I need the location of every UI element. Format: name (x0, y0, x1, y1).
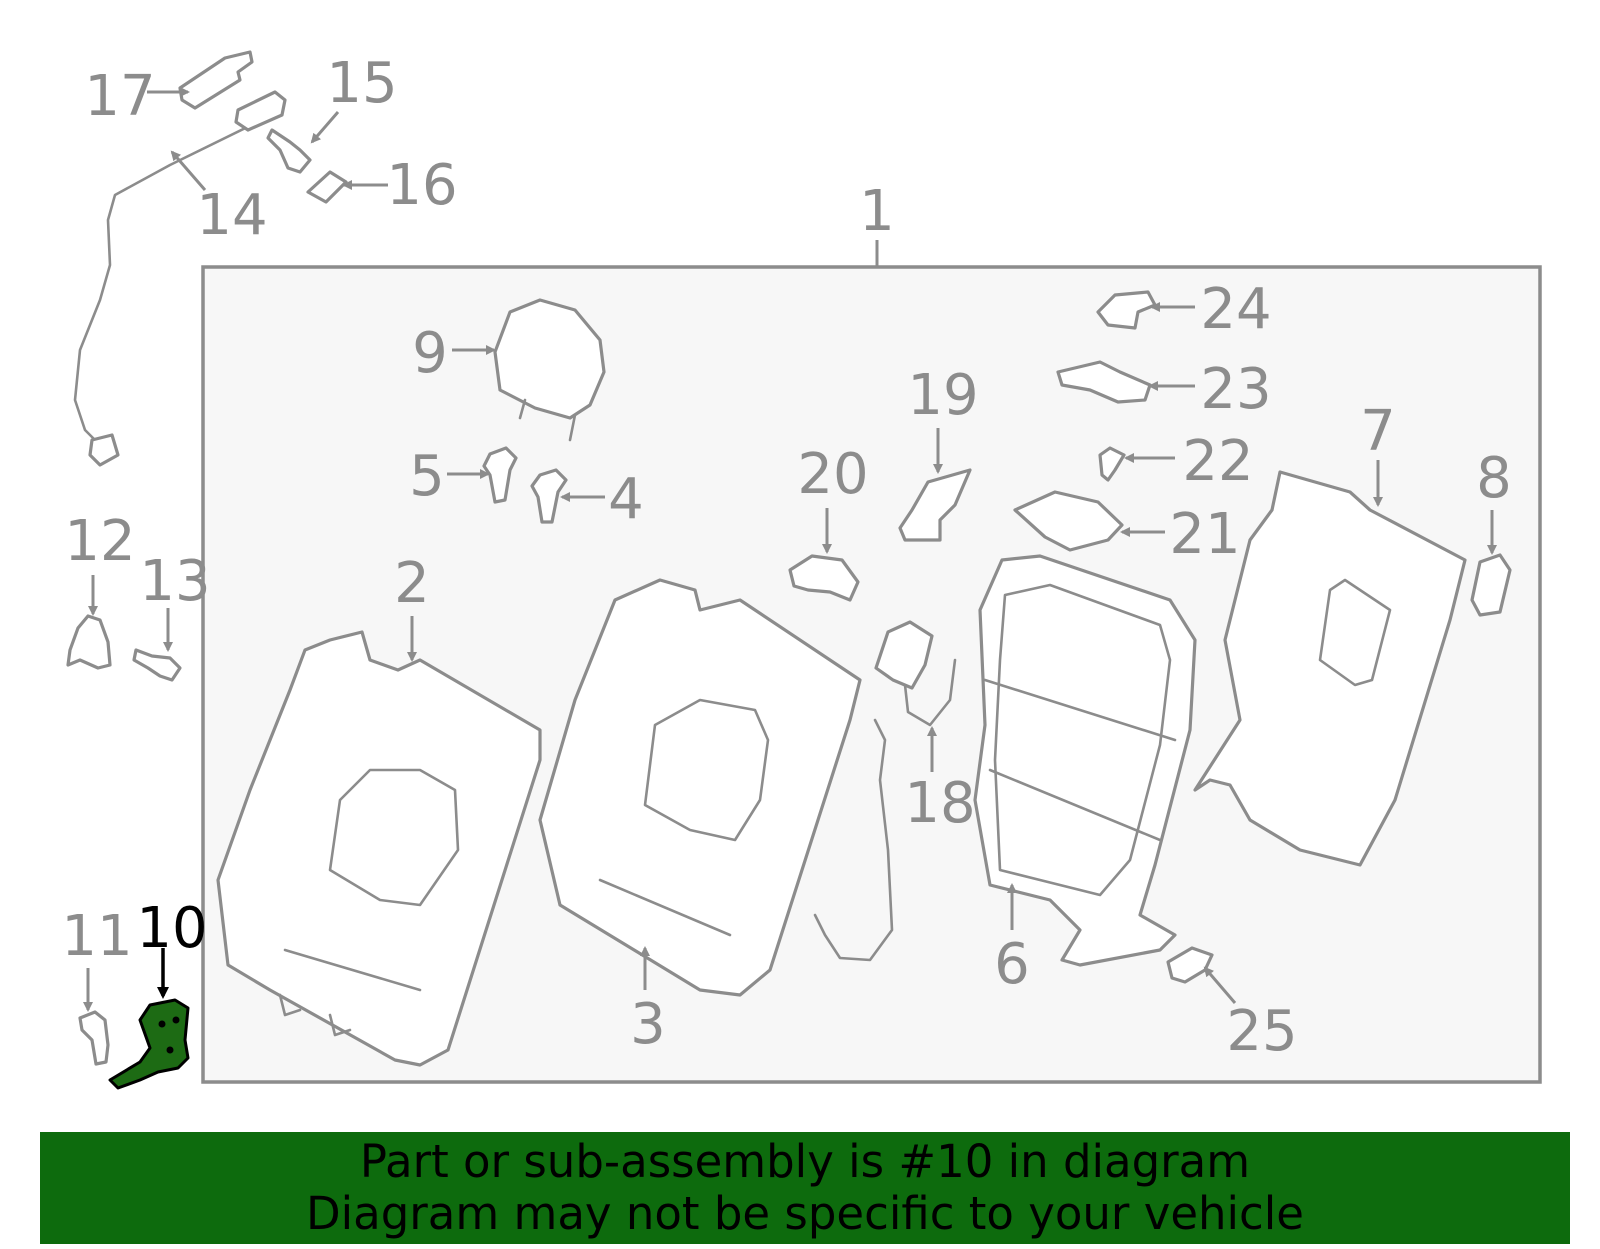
part-15-bolt (266, 128, 312, 174)
part-9-post-right (568, 413, 577, 442)
callout-1: 1 (859, 179, 895, 244)
part-6-frame-bar-b (988, 768, 1162, 842)
callout-12: 12 (64, 509, 135, 574)
callout-21: 21 (1169, 502, 1240, 567)
part-4-guide (530, 468, 568, 524)
callout-17: 17 (84, 64, 155, 129)
part-23-bracket (1056, 360, 1152, 404)
callout-5: 5 (409, 444, 445, 509)
callout-2: 2 (394, 551, 430, 616)
callout-8: 8 (1476, 446, 1512, 511)
callout-25-leader (1203, 966, 1237, 1004)
part-14-cable-end (88, 433, 120, 467)
callout-23: 23 (1200, 357, 1271, 422)
part-2-seatback-hook-a (278, 993, 302, 1017)
part-20-trim (788, 554, 860, 602)
callout-24: 24 (1200, 277, 1271, 342)
callout-9: 9 (412, 321, 448, 386)
part-9-post-left (518, 398, 527, 420)
part-2-seatback-cover (216, 630, 542, 1067)
part-14-cable-head (234, 90, 287, 132)
callout-13: 13 (139, 549, 210, 614)
part-3-seatback-pad-line (598, 878, 732, 937)
part-3-seatback-pad-panel (643, 698, 770, 842)
callout-3: 3 (630, 992, 666, 1057)
part-6-frame-bar-a (983, 678, 1177, 742)
callout-10: 10 (136, 896, 207, 961)
part-22-clip (1098, 446, 1126, 482)
part-16-pad (306, 170, 348, 204)
part-21-pad (1013, 490, 1124, 552)
callout-14: 14 (196, 183, 267, 248)
part-10-hole-b (172, 1016, 180, 1024)
callout-15-leader (310, 111, 340, 144)
part-10-hinge (108, 998, 190, 1090)
callout-18: 18 (904, 771, 975, 836)
callout-14-leader (170, 150, 207, 191)
part-2-seatback-line (283, 948, 422, 992)
callout-7: 7 (1360, 399, 1396, 464)
part-13-bolt (132, 648, 182, 682)
banner-line-2: Diagram may not be specific to your vehi… (306, 1187, 1304, 1240)
part-8-clip (1470, 553, 1512, 617)
part-2-seatback-hook-b (328, 1013, 352, 1037)
part-17-clip (178, 50, 254, 110)
part-2-seatback-panel (328, 768, 460, 907)
info-banner: Part or sub-assembly is #10 in diagram D… (40, 1132, 1570, 1244)
part-3-seatback-pad (538, 578, 862, 997)
callout-22: 22 (1182, 429, 1253, 494)
part-14-cable (73, 110, 280, 447)
part-11-bolt (78, 1010, 110, 1066)
part-10-hole-c (166, 1046, 174, 1054)
banner-line-1: Part or sub-assembly is #10 in diagram (359, 1135, 1251, 1188)
part-18-harness (903, 658, 957, 727)
callout-4: 4 (608, 467, 644, 532)
callout-11: 11 (61, 904, 132, 969)
part-18-wire (813, 718, 894, 962)
callout-16: 16 (386, 153, 457, 218)
callout-20: 20 (797, 442, 868, 507)
part-18-sensor (874, 620, 934, 690)
part-12-bracket (66, 614, 112, 670)
part-6-frame (973, 554, 1197, 967)
part-24-bracket (1096, 290, 1157, 330)
part-10-hole-a (158, 1020, 166, 1028)
callout-25: 25 (1226, 999, 1297, 1064)
callout-15: 15 (326, 51, 397, 116)
part-7-back-panel-window (1318, 578, 1392, 687)
part-6-frame-inner (993, 583, 1172, 897)
callout-6: 6 (994, 932, 1030, 997)
callout-19: 19 (907, 363, 978, 428)
part-19-trim (898, 468, 972, 542)
